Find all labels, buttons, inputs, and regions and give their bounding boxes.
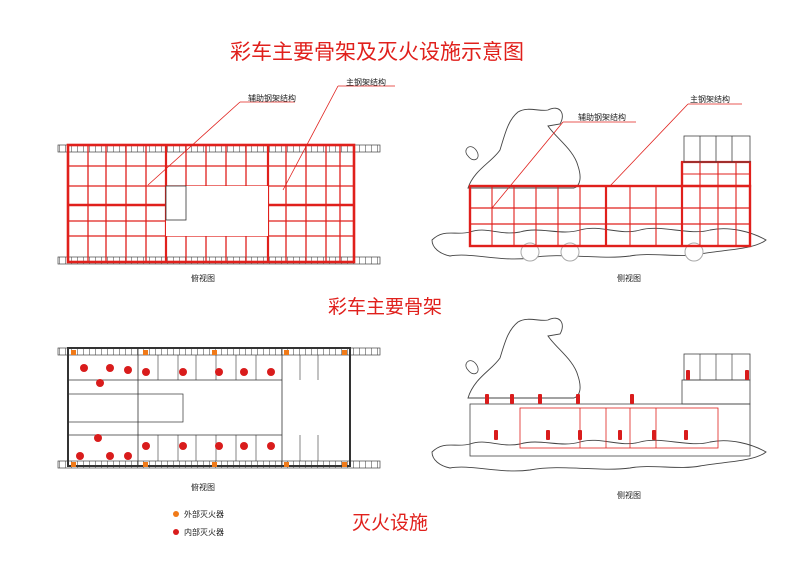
frame-top-view: [57, 85, 395, 265]
cloud-base: [431, 227, 767, 260]
frame-side-view: [431, 103, 767, 262]
fire-section-heading: 灭火设施: [352, 512, 429, 534]
wheel: [560, 242, 580, 262]
callout-line-main-side: [609, 103, 689, 187]
side-view-aux-callout: 辅助钢架结构: [578, 113, 626, 122]
top-cage: [683, 135, 751, 163]
fire-plan-outline: [67, 347, 351, 467]
side-view-main-callout: 主钢架结构: [690, 95, 730, 104]
callout-line-aux-side: [491, 121, 564, 209]
callout-line-main: [282, 85, 339, 191]
internal-extinguisher-legend-icon: [173, 529, 179, 535]
internal-extinguisher-marks: [76, 364, 275, 460]
side-extinguishers: [485, 370, 749, 440]
opening-box: [165, 185, 187, 221]
callout-line-aux: [147, 101, 241, 186]
legend-internal-label: 内部灭火器: [184, 528, 224, 537]
frame-section-heading: 彩车主要骨架: [328, 296, 443, 318]
external-extinguisher-marks: [71, 350, 347, 467]
dragon-sculpture: [467, 107, 581, 189]
wheel: [684, 242, 704, 262]
side-body: [469, 403, 751, 457]
fire-side-view: [431, 317, 767, 472]
top-view-main-callout: 主钢架结构: [346, 78, 386, 87]
fire-top-view: [57, 347, 381, 469]
fire-side-view-caption: 侧视图: [617, 491, 641, 500]
wheel: [520, 242, 540, 262]
diagram-title: 彩车主要骨架及灭火设施示意图: [230, 40, 524, 64]
side-inner-frame: [519, 407, 719, 449]
bottom-rail: [57, 256, 381, 265]
top-view-aux-callout: 辅助钢架结构: [248, 94, 296, 103]
frame-grid: [66, 143, 356, 264]
frame-side-view-caption: 侧视图: [617, 274, 641, 283]
frame-top-view-caption: 俯视图: [191, 274, 215, 283]
legend-external-label: 外部灭火器: [184, 510, 224, 519]
external-extinguisher-legend-icon: [173, 511, 179, 517]
fire-top-view-caption: 俯视图: [191, 483, 215, 492]
